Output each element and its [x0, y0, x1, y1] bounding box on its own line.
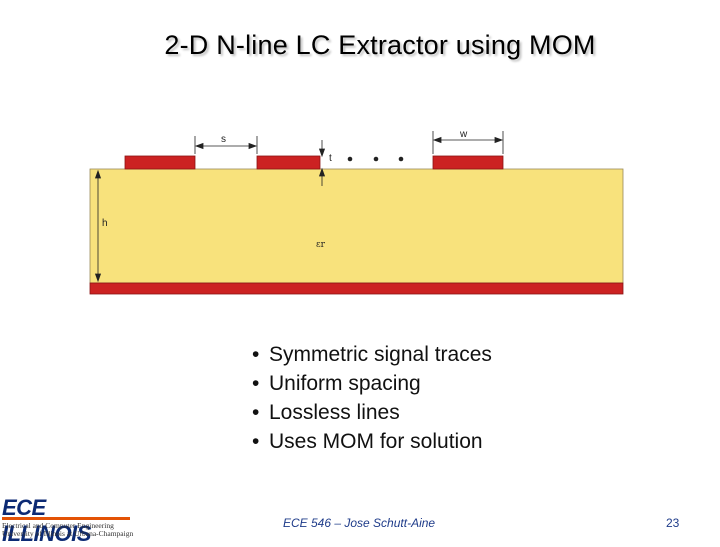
ellipsis-dot — [398, 156, 404, 162]
signal-trace-3 — [432, 155, 504, 170]
dielectric-substrate — [89, 168, 624, 284]
bullet-item: Symmetric signal traces — [252, 340, 492, 369]
label-t: t — [329, 153, 332, 164]
microstrip-diagram: s w t h εr — [89, 129, 624, 295]
bullet-item: Uses MOM for solution — [252, 427, 492, 456]
footer-author: ECE 546 – Jose Schutt-Aine — [283, 516, 436, 530]
page-number: 23 — [666, 516, 680, 530]
logo-accent-bar — [2, 517, 130, 520]
logo-subtitle: Electrical and Computer Engineering Univ… — [2, 522, 133, 538]
label-h: h — [102, 218, 108, 229]
signal-trace-1 — [124, 155, 196, 170]
ellipsis-dot — [373, 156, 379, 162]
logo-subtitle-line2: University of Illinois at Urbana-Champai… — [2, 529, 134, 538]
ece-illinois-logo: ECE ILLINOIS Electrical and Computer Eng… — [2, 495, 134, 546]
signal-trace-2 — [256, 155, 321, 170]
ground-plane — [89, 282, 624, 295]
logo-ece: ECE — [2, 495, 46, 520]
label-epsilon-r: εr — [316, 240, 326, 250]
ellipsis-dot — [347, 156, 353, 162]
slide-title: 2-D N-line LC Extractor using MOM — [164, 30, 596, 60]
bullet-list: Symmetric signal traces Uniform spacing … — [252, 340, 492, 456]
logo-subtitle-line1: Electrical and Computer Engineering — [2, 521, 114, 530]
bullet-item: Lossless lines — [252, 398, 492, 427]
label-s: s — [221, 134, 226, 145]
bullet-item: Uniform spacing — [252, 369, 492, 398]
label-w: w — [459, 129, 468, 140]
